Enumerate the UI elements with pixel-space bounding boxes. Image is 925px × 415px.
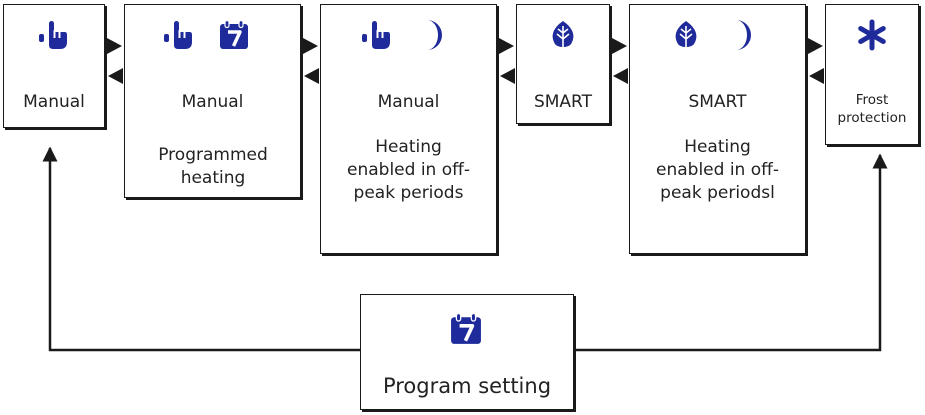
arrow-right-4: [612, 38, 627, 54]
mode-description: Programmed heating: [158, 145, 268, 188]
leaf-icon: [549, 20, 577, 50]
arrow-left-4: [613, 68, 628, 84]
mode-title: Manual: [23, 92, 85, 112]
program-setting-label: Program setting: [382, 374, 552, 398]
link-program-to-frost: [574, 153, 888, 352]
mode-box-frost: Frost protection: [825, 4, 919, 145]
mode-box-manual-programmed: Manual Programmed heating: [124, 4, 301, 198]
hand-icon: [38, 20, 68, 50]
arrow-right-1: [107, 38, 122, 54]
hand-icon: [361, 20, 391, 50]
mode-description: Heating enabled in off-peak periods: [347, 137, 470, 203]
link-program-to-manual: [42, 146, 360, 352]
leaf-icon: [672, 20, 700, 50]
moon-icon: [728, 18, 760, 52]
arrow-right-3: [499, 38, 514, 54]
calendar-icon: [219, 20, 249, 50]
mode-description: Heating enabled in off-peak periodsl: [656, 137, 779, 203]
mode-box-smart-offpeak: SMART Heating enabled in off-peak period…: [629, 4, 806, 254]
backward-arrows: [108, 68, 824, 84]
arrow-left-1: [108, 68, 123, 84]
mode-title: SMART: [533, 92, 593, 112]
mode-box-manual-offpeak: Manual Heating enabled in off-peak perio…: [320, 4, 497, 254]
mode-box-smart: SMART: [516, 4, 610, 124]
arrow-left-5: [809, 68, 824, 84]
hand-icon: [163, 20, 193, 50]
snowflake-icon: [856, 19, 888, 51]
mode-box-manual: Manual: [3, 4, 105, 128]
arrow-left-3: [500, 68, 515, 84]
forward-arrows: [107, 38, 823, 54]
arrow-left-2: [304, 68, 319, 84]
moon-icon: [419, 18, 451, 52]
mode-title: Manual: [181, 92, 244, 112]
mode-title: Manual: [377, 92, 440, 112]
calendar-icon: [450, 313, 482, 345]
mode-title: SMART: [688, 92, 747, 112]
arrow-right-2: [303, 38, 318, 54]
mode-title: Frost protection: [837, 92, 907, 126]
arrow-right-5: [808, 38, 823, 54]
program-setting-box: Program setting: [360, 294, 574, 410]
